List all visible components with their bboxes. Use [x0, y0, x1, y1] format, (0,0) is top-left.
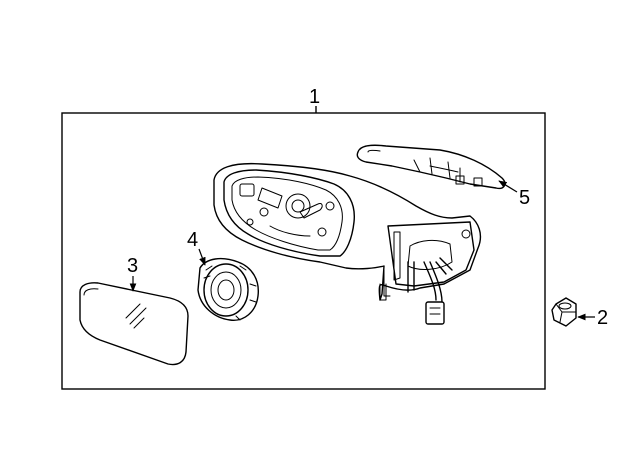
turn-signal-lamp — [356, 144, 506, 190]
callout-4-leader — [198, 248, 206, 266]
callout-5-label: 5 — [519, 187, 530, 209]
callout-5-leader — [498, 180, 518, 193]
callout-2-label: 2 — [597, 307, 608, 329]
nut — [551, 297, 577, 327]
mirror-motor — [197, 257, 259, 321]
mirror-glass — [79, 282, 189, 366]
callout-3-label: 3 — [127, 255, 138, 277]
callout-4-label: 4 — [187, 229, 198, 251]
assembly-frame — [61, 112, 546, 390]
callout-1-label: 1 — [309, 86, 320, 108]
mirror-housing — [213, 162, 482, 325]
